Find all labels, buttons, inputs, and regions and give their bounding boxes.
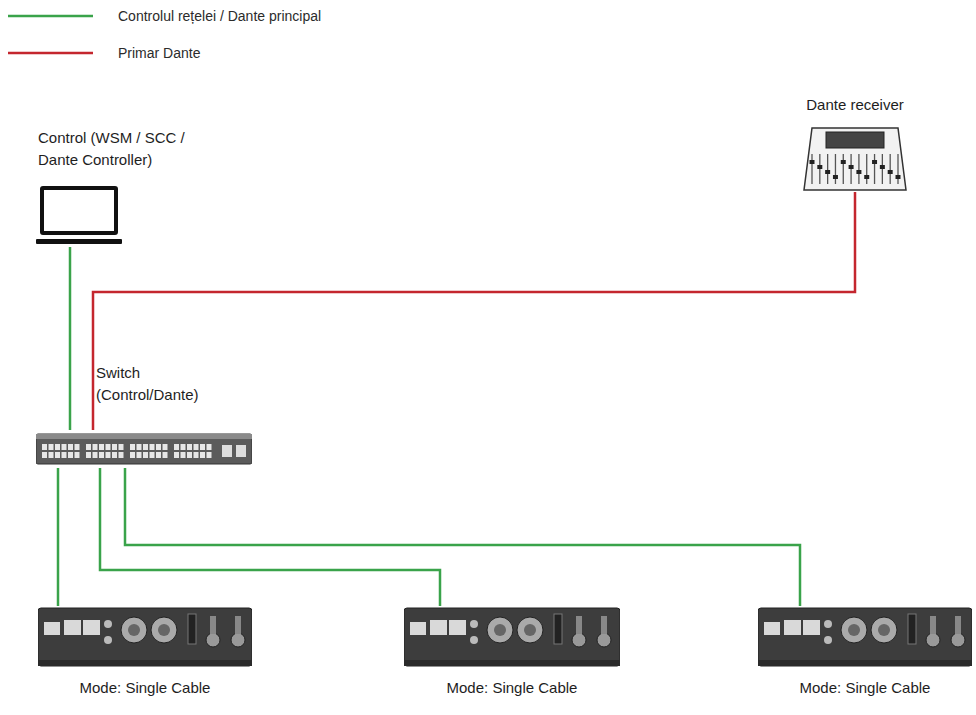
node-label: Mode: Single Cable: [80, 677, 211, 699]
mixer-node: Dante receiver: [802, 124, 908, 192]
laptop-node: Control (WSM / SCC / Dante Controller): [36, 185, 122, 247]
node-label: Mode: Single Cable: [800, 677, 931, 699]
switch-node: Switch (Control/Dante): [36, 430, 252, 468]
switch-icon: [36, 430, 252, 468]
device-icon: [404, 606, 620, 668]
legend-line: [8, 15, 93, 18]
network-cable: [100, 468, 440, 606]
network-cable: [93, 192, 855, 430]
node-label: Mode: Single Cable: [447, 677, 578, 699]
network-cable: [69, 247, 72, 430]
node-label: Control (WSM / SCC / Dante Controller): [38, 127, 213, 171]
mixer-icon: [802, 124, 908, 192]
node-label: Dante receiver: [806, 94, 904, 116]
laptop-icon: [36, 185, 122, 247]
node-label: Switch (Control/Dante): [96, 362, 226, 406]
legend-line: [8, 52, 93, 55]
device-node: Mode: Single Cable: [758, 606, 972, 668]
device-node: Mode: Single Cable: [38, 606, 252, 668]
device-icon: [38, 606, 252, 668]
device-icon: [758, 606, 972, 668]
network-cable: [57, 468, 60, 606]
legend-text: Controlul rețelei / Dante principal: [118, 7, 321, 25]
network-cable: [125, 468, 800, 606]
legend-text: Primar Dante: [118, 44, 200, 62]
device-node: Mode: Single Cable: [404, 606, 620, 668]
